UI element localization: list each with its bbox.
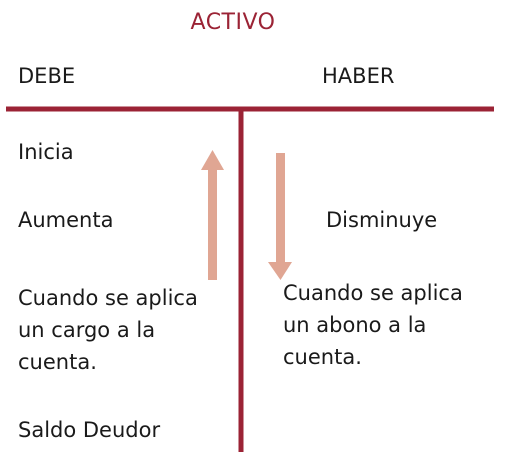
debe-header: DEBE: [18, 64, 76, 88]
debe-cuando-line: un cargo a la: [18, 318, 156, 342]
haber-disminuye-label: Disminuye: [326, 208, 438, 232]
haber-cuando-text: Cuando se aplica un abono a la cuenta.: [283, 277, 463, 373]
debe-cuando-text: Cuando se aplica un cargo a la cuenta.: [18, 282, 198, 378]
debe-saldo-label: Saldo Deudor: [18, 418, 161, 442]
account-title: ACTIVO: [190, 10, 276, 35]
haber-header: HABER: [322, 64, 395, 88]
arrow-down-icon: [268, 153, 292, 280]
haber-cuando-line: un abono a la: [283, 313, 427, 337]
debe-cuando-line: cuenta.: [18, 350, 97, 374]
debe-inicia-label: Inicia: [18, 140, 74, 164]
arrow-up-icon: [201, 150, 224, 280]
haber-cuando-line: Cuando se aplica: [283, 281, 463, 305]
haber-cuando-line: cuenta.: [283, 345, 362, 369]
debe-aumenta-label: Aumenta: [18, 208, 114, 232]
debe-cuando-line: Cuando se aplica: [18, 286, 198, 310]
